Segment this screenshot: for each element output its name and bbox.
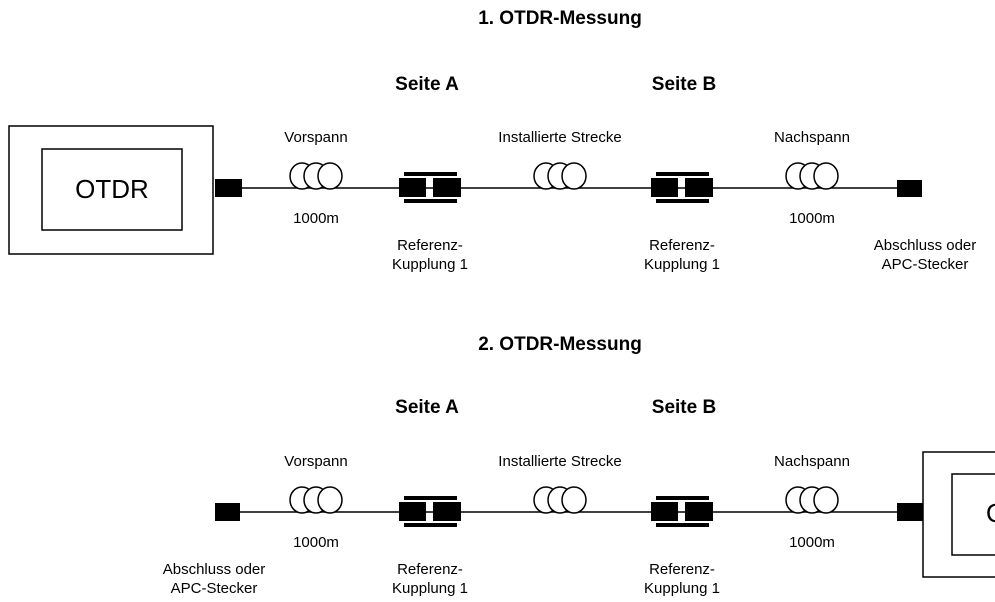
measurement-1-coupling-a-label: Referenz- Kupplung 1 <box>392 237 468 273</box>
measurement-2-termination-label: Abschluss oder APC-Stecker <box>162 561 266 597</box>
measurement-1-terminator <box>897 180 922 197</box>
measurement-1-lead-in-spool-icon <box>289 162 343 190</box>
measurement-2-coupling-a-icon <box>399 496 461 527</box>
measurement-1-coupling-b-icon <box>651 172 713 203</box>
measurement-2-title: 2. OTDR-Messung <box>478 334 642 355</box>
measurement-2-side-a-label: Seite A <box>395 397 459 418</box>
measurement-2-terminator <box>215 503 240 521</box>
measurement-1-lead-out-length: 1000m <box>789 210 835 227</box>
measurement-2-coupling-a-label: Referenz- Kupplung 1 <box>392 561 468 597</box>
measurement-2-lead-in-spool-icon <box>289 486 343 514</box>
measurement-2-coupling-b-label: Referenz- Kupplung 1 <box>644 561 720 597</box>
measurement-1-installed-spool-icon <box>533 162 587 190</box>
measurement-2-lead-out-label: Nachspann <box>774 453 850 470</box>
measurement-1-lead-out-spool-icon <box>785 162 839 190</box>
measurement-2-lead-in-length: 1000m <box>293 534 339 551</box>
measurement-2-lead-in-label: Vorspann <box>284 453 348 470</box>
measurement-1-otdr-device <box>8 125 214 255</box>
measurement-2-diagram <box>215 451 995 578</box>
measurement-2-side-b-label: Seite B <box>651 397 717 418</box>
measurement-1-otdr-label: OTDR <box>75 174 149 204</box>
measurement-1-lead-out-label: Nachspann <box>774 129 850 146</box>
measurement-1-lead-in-label: Vorspann <box>284 129 348 146</box>
measurement-1-coupling-a-icon <box>399 172 461 203</box>
measurement-2-otdr-device <box>922 451 995 578</box>
measurement-1-installed-label: Installierte Strecke <box>498 129 622 146</box>
measurement-1-coupling-b-label: Referenz- Kupplung 1 <box>644 237 720 273</box>
measurement-2-lead-out-spool-icon <box>785 486 839 514</box>
measurement-1-side-b-label: Seite B <box>651 74 717 95</box>
measurement-1-side-a-label: Seite A <box>395 74 459 95</box>
measurement-1-title: 1. OTDR-Messung <box>478 8 642 29</box>
measurement-1-lead-in-length: 1000m <box>293 210 339 227</box>
measurement-2-otdr-label: OTDR <box>986 498 995 529</box>
measurement-1-device-connector <box>215 179 242 197</box>
measurement-2-lead-out-length: 1000m <box>789 534 835 551</box>
measurement-1-termination-label: Abschluss oder APC-Stecker <box>873 237 977 273</box>
measurement-2-coupling-b-icon <box>651 496 713 527</box>
measurement-2-installed-label: Installierte Strecke <box>498 453 622 470</box>
measurement-2-installed-spool-icon <box>533 486 587 514</box>
measurement-2-device-connector <box>897 503 923 521</box>
measurement-1-diagram <box>8 125 922 255</box>
